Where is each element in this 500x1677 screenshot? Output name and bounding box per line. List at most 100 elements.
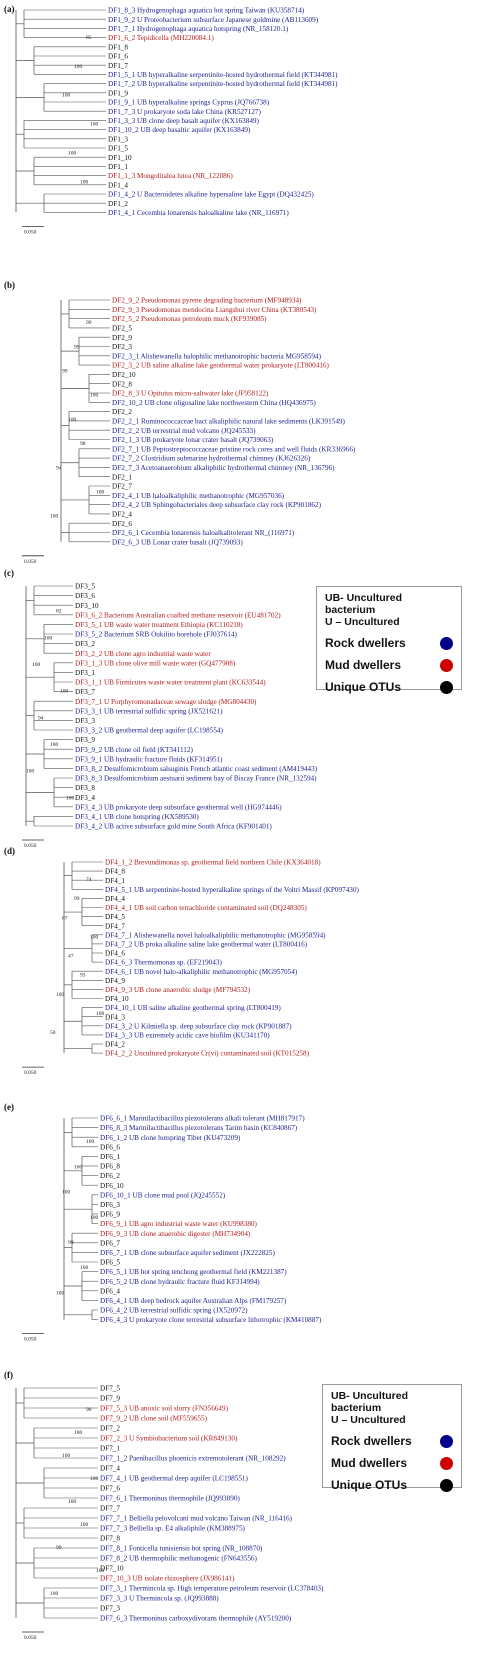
tip-label: DF7_1_2 Paenibacillus phoenicis extremot… — [100, 1455, 286, 1463]
tip-label: DF6_5 — [100, 1259, 120, 1267]
tip-label: DF3_6 — [75, 592, 95, 600]
tip-label: DF1_1 — [108, 163, 128, 171]
tip-label: DF3_3_1 UB terrestrial sulfidic spring (… — [75, 707, 223, 715]
legend-label-otu: Unique OTUs — [325, 680, 402, 694]
tip-label: DF4_7_2 UB proka alkaline saline lake ge… — [105, 941, 308, 949]
bootstrap-value: 67 — [62, 915, 68, 921]
tip-label: DF2_5_2 Pseudomonas petroleum muck (KF93… — [112, 315, 267, 323]
tip-label: DF2_3 — [112, 343, 132, 351]
tip-label: DF2_9_3 Pseudomonas mendocina Liangshui … — [112, 306, 317, 314]
bootstrap-value: 99 — [68, 1240, 74, 1246]
scale-bar-label: 0.050 — [24, 1070, 37, 1076]
red-dot-icon — [440, 1456, 453, 1470]
tip-label: DF3_8_3 Desulfomicrobium aestuarii sedim… — [75, 775, 317, 783]
tip-label: DF2_8_3 U Opitutus micro-saltwater lake … — [112, 390, 269, 398]
bootstrap-value: 100 — [74, 1164, 83, 1170]
tip-label: DF2_3_2 UB saline alkaline lake geotherm… — [112, 362, 330, 370]
bootstrap-value: 100 — [62, 93, 71, 99]
tip-label: DF4_3 — [105, 1013, 125, 1021]
panel-letter: (a) — [4, 4, 15, 14]
tip-label: DF4_1_2 Brevundimonas sp. geothermal fie… — [105, 859, 321, 867]
legend-label-rock: Rock dwellers — [331, 1434, 412, 1448]
black-dot-icon — [440, 680, 453, 694]
tip-label: DF3_6_2 Bacterium Australian coalbed met… — [75, 611, 281, 619]
bootstrap-value: 50 — [50, 1030, 56, 1036]
tip-label: DF3_1_1 UB Firmicutes waste water treatm… — [75, 679, 266, 687]
tip-label: DF4_10 — [105, 995, 129, 1003]
tip-label: DF2_7_3 Acetoanaerobium alkaliphilic hyd… — [112, 464, 335, 472]
tip-label: DF7_1 — [100, 1445, 120, 1453]
tip-label: DF3_5 — [75, 583, 95, 591]
bootstrap-value: 100 — [90, 393, 99, 399]
legend-item-otu: Unique OTUs — [325, 680, 453, 694]
bootstrap-value: 100 — [80, 1265, 89, 1271]
tip-label: DF6_4_2 UB terrestrial sulfidic spring (… — [100, 1307, 248, 1315]
bootstrap-value: 99 — [56, 1545, 62, 1551]
bootstrap-value: 100 — [68, 151, 77, 157]
tip-label: DF2_2_2 UB terrestrial mud volcano (JQ24… — [112, 427, 256, 435]
bootstrap-value: 100 — [50, 1591, 59, 1597]
tip-label: DF3_9 — [75, 736, 95, 744]
bootstrap-value: 90 — [86, 1407, 92, 1413]
tip-label: DF3_1_3 UB clone olive mill waste water … — [75, 659, 236, 667]
bootstrap-value: 74 — [86, 877, 92, 883]
tip-label: DF2_8 — [112, 380, 132, 388]
bootstrap-value: 100 — [66, 795, 75, 801]
bootstrap-value: 100 — [74, 64, 83, 70]
tip-label: DF7_5 — [100, 1385, 120, 1393]
bootstrap-value: 100 — [96, 1011, 105, 1017]
tip-label: DF7_6_3 Thermoninus carboxydivorans ther… — [100, 1615, 292, 1623]
tip-label: DF4_4 — [105, 895, 125, 903]
blue-dot-icon — [440, 1434, 453, 1448]
legend-label-otu: Unique OTUs — [331, 1478, 408, 1492]
tip-label: DF2_7 — [112, 483, 132, 491]
tip-label: DF4_9_3 UB clone anaerobic sludge (MF794… — [105, 986, 251, 994]
tip-label: DF1_7 — [108, 62, 128, 70]
tip-label: DF3_4_1 UB clone hotspring (KX589530) — [75, 813, 199, 821]
legend-line-1: UB- Uncultured bacterium — [331, 1390, 408, 1414]
legend-line-1: UB- Uncultured bacterium — [325, 592, 402, 616]
tip-label: DF7_3 — [100, 1605, 120, 1613]
tip-label: DF6_4 — [100, 1287, 120, 1295]
bootstrap-value: 100 — [44, 635, 53, 641]
bootstrap-value: 99 — [74, 344, 80, 350]
tip-label: DF4_8 — [105, 868, 125, 876]
tip-label: DF1_2 — [108, 200, 128, 208]
panel-letter: (d) — [4, 846, 15, 856]
bootstrap-value: 85 — [86, 35, 92, 41]
panel-letter: (c) — [4, 568, 14, 578]
bootstrap-value: 100 — [56, 992, 65, 998]
tip-label: DF2_4_1 UB haloalkaliphilic methanotroph… — [112, 492, 285, 500]
bootstrap-value: 93 — [80, 973, 86, 979]
tip-label: DF3_8 — [75, 784, 95, 792]
legend-line-2: U – Uncultured — [331, 1414, 406, 1426]
tip-label: DF7_3_1 Thermincola sp. High temperature… — [100, 1585, 324, 1593]
tip-label: DF7_9 — [100, 1395, 120, 1403]
tip-label: DF4_5_1 UB serpentinite-hosted hyperalka… — [105, 886, 359, 894]
tip-label: DF1_8 — [108, 43, 128, 51]
bootstrap-value: 100 — [50, 514, 59, 520]
tip-label: DF6_9_1 UB agro industrial waste water (… — [100, 1220, 258, 1228]
bootstrap-value: 100 — [32, 662, 41, 668]
red-dot-icon — [440, 658, 453, 672]
tip-label: DF1_5_1 UB hyperalkaline serpentinite-ho… — [108, 71, 338, 79]
scale-bar-label: 0.050 — [24, 1337, 37, 1343]
tip-label: DF4_5 — [105, 913, 125, 921]
bootstrap-value: 100 — [90, 934, 99, 940]
bootstrap-value: 100 — [80, 1522, 89, 1528]
tip-label: DF6_1 — [100, 1153, 120, 1161]
bootstrap-value: 100 — [60, 689, 69, 695]
bootstrap-value: 100 — [68, 417, 77, 423]
tip-label: DF4_3_2 U Kilmiella sp. deep subsurface … — [105, 1022, 292, 1030]
tip-label: DF1_4_1 Cecembia lonarensis haloalkaline… — [108, 209, 289, 217]
tip-label: DF3_1 — [75, 669, 95, 677]
tip-label: DF1_4_2 U Bacteroidetes alkaline hypersa… — [108, 191, 314, 199]
tip-label: DF2_9 — [112, 334, 132, 342]
tip-label: DF1_9_1 UB hyperalkaline springs Cyprus … — [108, 99, 270, 107]
bootstrap-value: 100 — [56, 1290, 65, 1296]
tip-label: DF7_2 — [100, 1425, 120, 1433]
legend-item-otu: Unique OTUs — [331, 1478, 453, 1492]
tip-label: DF4_2_2 Uncultured prokaryote Cr(vi) con… — [105, 1050, 310, 1058]
panel-letter: (f) — [4, 1370, 13, 1380]
